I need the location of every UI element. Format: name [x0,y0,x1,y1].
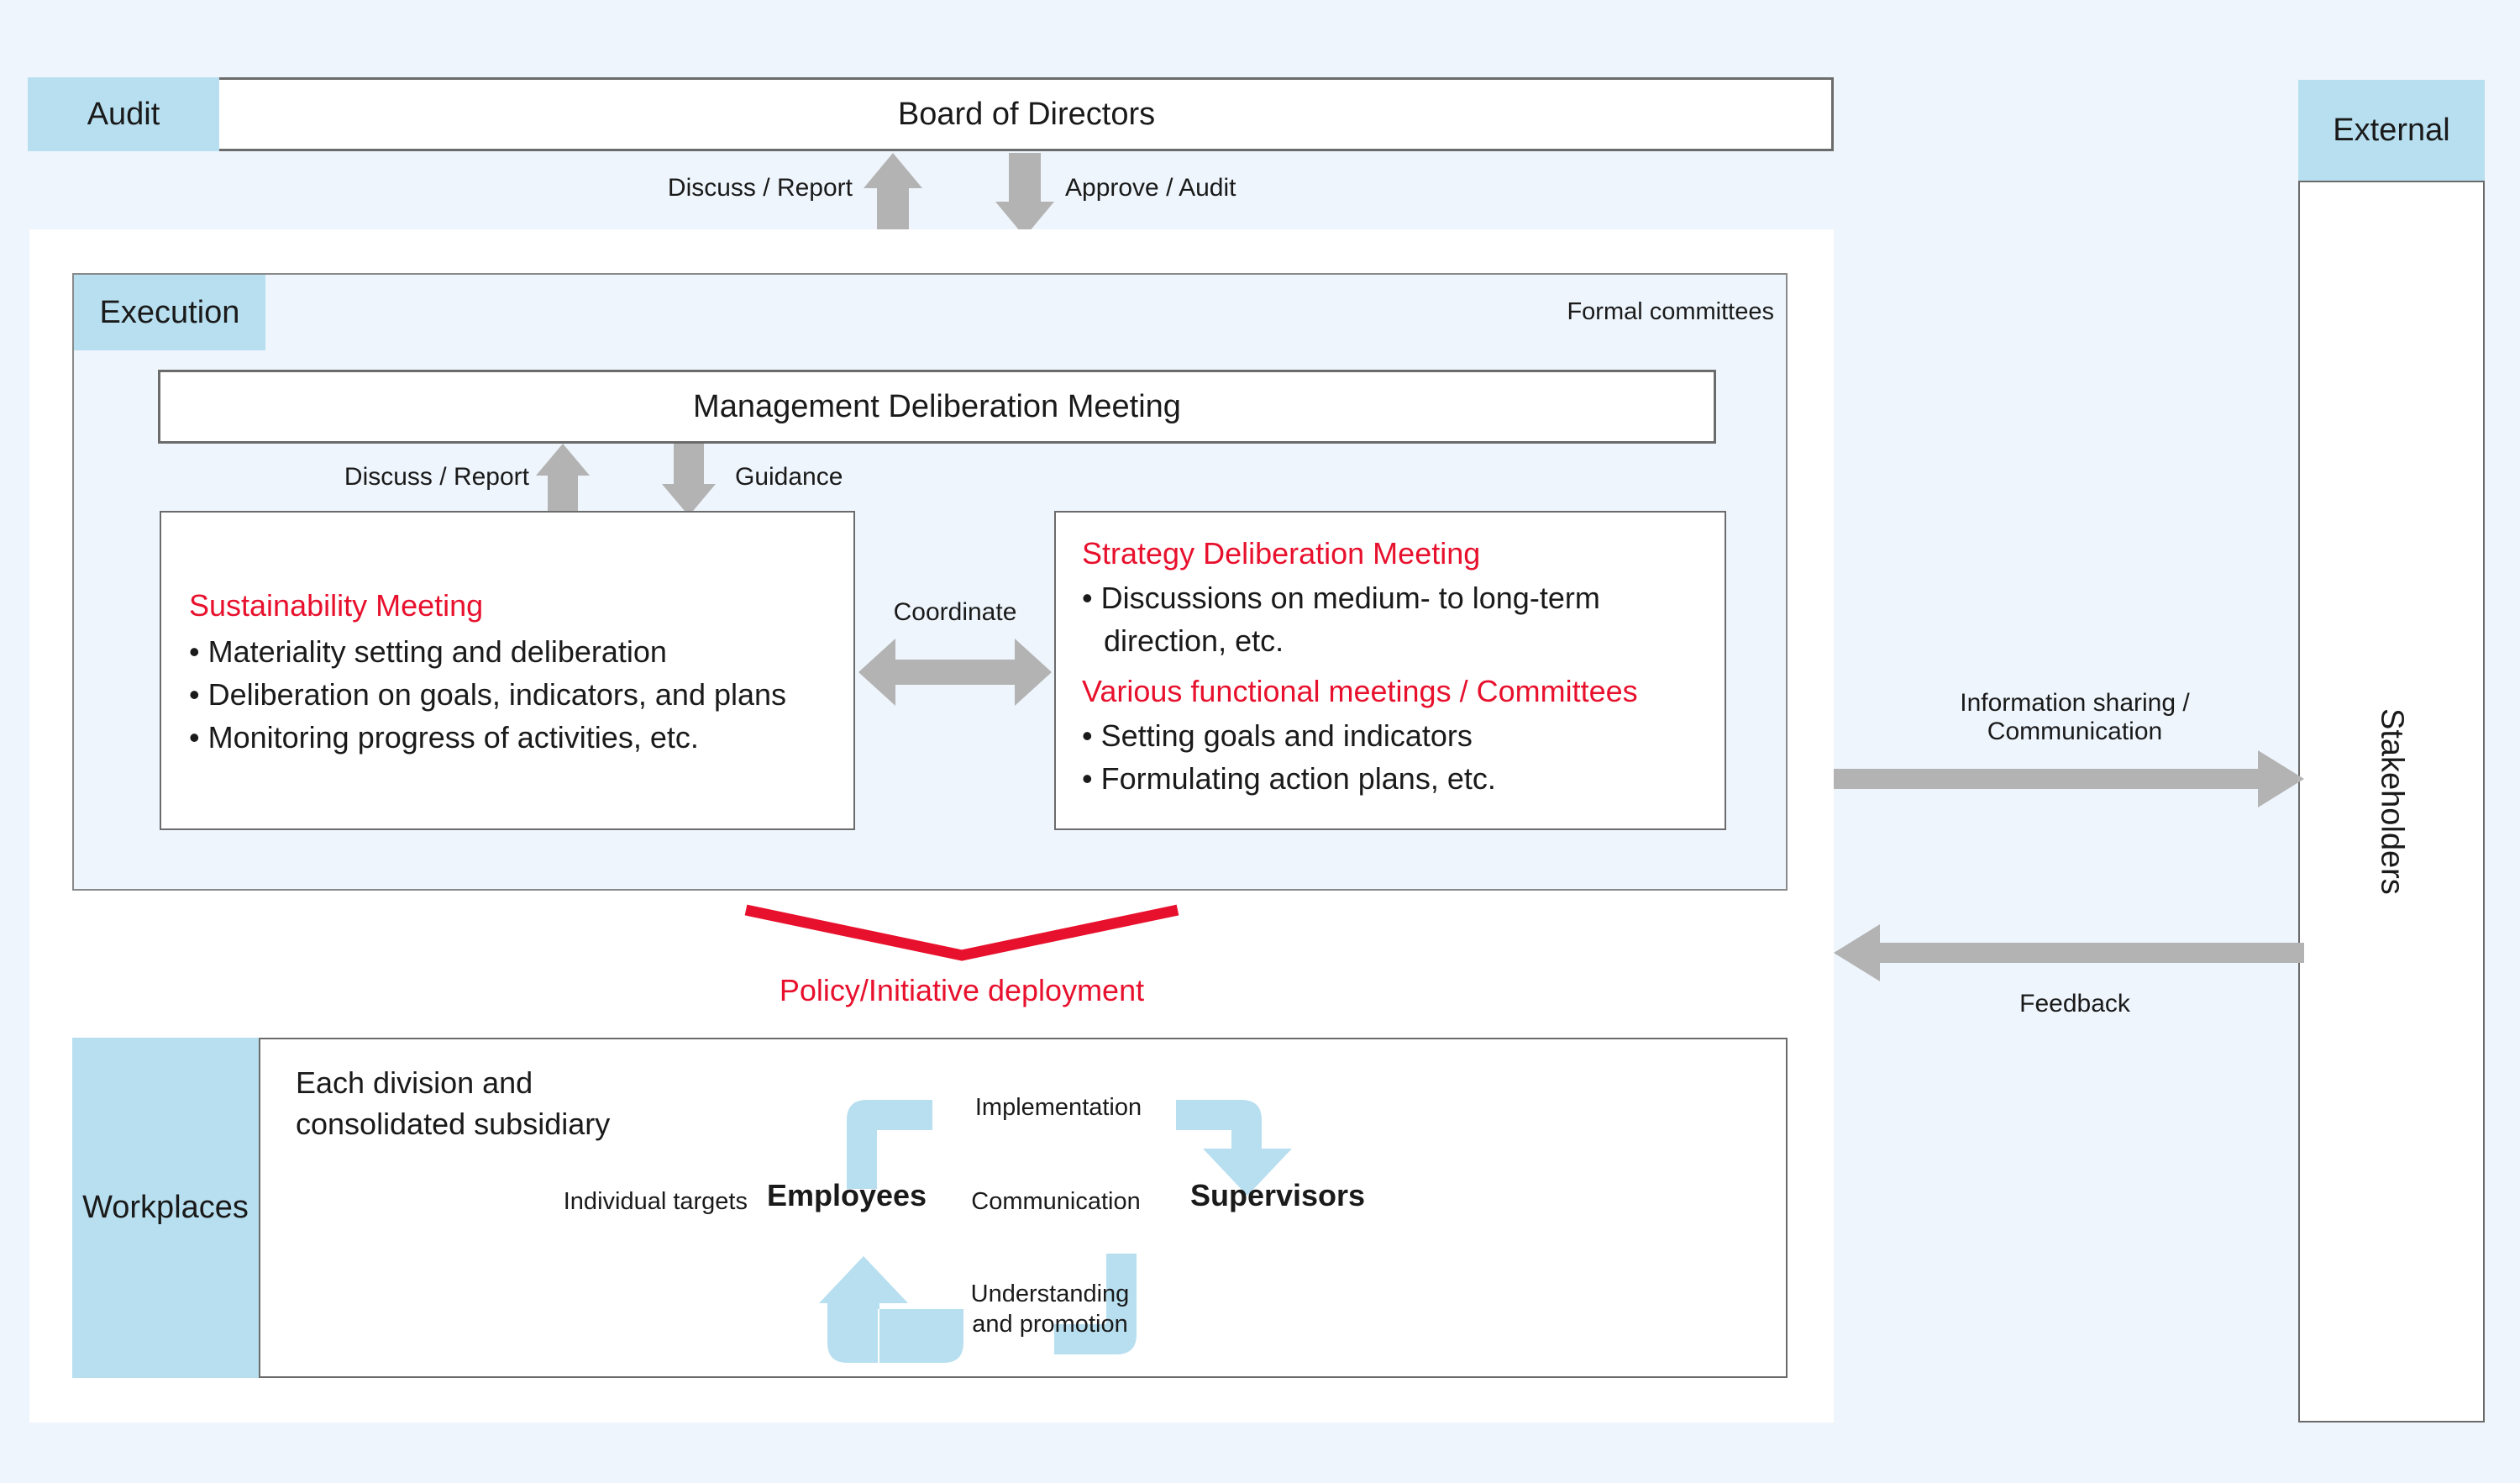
board-of-directors-title-wrap: Board of Directors [219,77,1834,151]
discuss-report-top-label: Discuss / Report [667,174,853,202]
info-sharing-line-1: Information sharing / [1960,689,2190,717]
formal-committees-label-wrap: Formal committees [1260,298,1774,326]
sustainability-bullet-2: • Deliberation on goals, indicators, and… [189,673,853,716]
division-subsidiary-text: Each division and consolidated subsidiar… [296,1063,732,1145]
division-line-2: consolidated subsidiary [296,1106,611,1141]
formal-committees-label: Formal committees [1567,298,1774,325]
coordinate-label-wrap: Coordinate [855,598,1055,627]
coordinate-label: Coordinate [893,598,1017,626]
implementation-elbow-arrow-icon [847,1100,1292,1196]
strategy-bullet-2: • Setting goals and indicators [1082,714,1729,757]
policy-deployment-chevron-wrap [739,903,1184,962]
discuss-report-inner-label: Discuss / Report [344,463,529,491]
external-tag: External [2298,80,2485,181]
understanding-line-2: and promotion [972,1311,1128,1338]
execution-tag: Execution [74,275,265,350]
sustainability-meeting-content: Sustainability Meeting • Materiality set… [189,588,853,759]
individual-targets-label-wrap: Individual targets [504,1186,748,1217]
guidance-label: Guidance [735,463,843,491]
coordinate-double-arrow-icon [858,639,1052,706]
implementation-label-wrap: Implementation [941,1092,1176,1123]
policy-deployment-label: Policy/Initiative deployment [779,973,1145,1007]
individual-targets-label: Individual targets [563,1188,748,1215]
communication-label: Communication [971,1188,1141,1215]
management-deliberation-meeting-label: Management Deliberation Meeting [693,388,1181,424]
bullet-dot: • [189,720,208,755]
audit-tag-label: Audit [87,96,160,132]
board-of-directors-title: Board of Directors [897,96,1156,132]
sustainability-bullet-3: • Monitoring progress of activities, etc… [189,716,853,759]
understanding-label-wrap: Understanding and promotion [924,1279,1176,1340]
feedback-left-arrow-icon [1834,924,2304,981]
strategy-bullet-2-text: Setting goals and indicators [1100,718,1473,754]
guidance-down-arrow-icon [662,444,716,516]
discuss-report-top-label-wrap: Discuss / Report [622,174,853,202]
bullet-dot: • [1082,718,1101,754]
strategy-deliberation-content: Strategy Deliberation Meeting • Discussi… [1082,536,1729,800]
info-sharing-line-2: Communication [1987,718,2163,745]
discuss-report-inner-up-arrow-icon [536,444,590,516]
strategy-bullet-1-text: Discussions on medium- to long-term [1100,581,1600,615]
supervisors-label-wrap: Supervisors [1173,1178,1383,1213]
bullet-dot: • [189,634,208,669]
strategy-bullet-3: • Formulating action plans, etc. [1082,757,1729,800]
strategy-bullet-1: • Discussions on medium- to long-term [1082,576,1729,619]
info-sharing-right-arrow-icon [1834,750,2304,807]
approve-audit-label: Approve / Audit [1065,174,1236,202]
supervisors-label: Supervisors [1189,1178,1366,1212]
execution-arrows-group [529,444,756,516]
policy-deployment-chevron-icon [744,904,1179,961]
implementation-elbow-arrow-wrap [832,1088,1292,1196]
bullet-dot: • [1082,581,1101,615]
strategy-deliberation-title: Strategy Deliberation Meeting [1082,536,1481,571]
stakeholders-label: Stakeholders [2374,708,2410,895]
workplaces-tag: Workplaces [72,1038,259,1378]
approve-audit-down-arrow-icon [995,153,1054,237]
sustainability-bullet-3-text: Monitoring progress of activities, etc. [207,720,699,755]
discuss-report-up-arrow-icon [864,153,922,237]
strategy-bullet-1-cont-text: direction, etc. [1104,623,1284,659]
sustainability-bullet-1: • Materiality setting and deliberation [189,630,853,673]
external-tag-label: External [2333,112,2450,148]
feedback-label-wrap: Feedback [1873,990,2276,1018]
management-deliberation-meeting-box: Management Deliberation Meeting [158,370,1716,444]
workplaces-tag-label: Workplaces [82,1190,249,1225]
board-arrows-group [857,153,1109,237]
strategy-deliberation-meeting-box [1054,511,1726,830]
feedback-arrow-wrap [1834,924,2304,981]
approve-audit-label-wrap: Approve / Audit [1065,174,1236,202]
board-of-directors-bar [28,77,1834,151]
employees-label: Employees [766,1178,927,1212]
strategy-bullet-1-cont: direction, etc. [1082,619,1729,662]
implementation-label: Implementation [974,1094,1142,1121]
strategy-bullet-3-text: Formulating action plans, etc. [1100,761,1496,797]
various-functional-meetings-title: Various functional meetings / Committees [1082,674,1638,709]
understanding-line-1: Understanding [970,1281,1130,1307]
policy-deployment-label-wrap: Policy/Initiative deployment [739,973,1184,1008]
stakeholders-column: Stakeholders [2298,181,2485,1423]
sustainability-meeting-title: Sustainability Meeting [189,588,484,623]
bullet-dot: • [189,677,208,713]
bullet-dot: • [1082,761,1101,797]
workplaces-content-box [259,1038,1788,1378]
sustainability-meeting-box [160,511,855,830]
info-sharing-label-wrap: Information sharing / Communication [1873,689,2276,746]
communication-label-wrap: Communication [942,1186,1169,1217]
discuss-report-inner-label-wrap: Discuss / Report [252,463,529,492]
audit-tag: Audit [28,77,219,151]
understanding-elbow-arrow-icon [819,1254,1137,1363]
understanding-elbow-arrow-wrap [802,1254,1273,1363]
info-sharing-arrow-wrap [1834,750,2304,807]
execution-tag-label: Execution [99,294,240,330]
division-line-1: Each division and [296,1065,533,1100]
coordinate-arrow-wrap [858,639,1052,706]
sustainability-bullet-2-text: Deliberation on goals, indicators, and p… [207,677,787,713]
guidance-label-wrap: Guidance [735,463,843,492]
feedback-label: Feedback [2019,990,2130,1018]
employees-label-wrap: Employees [754,1178,939,1213]
sustainability-bullet-1-text: Materiality setting and deliberation [207,634,667,669]
